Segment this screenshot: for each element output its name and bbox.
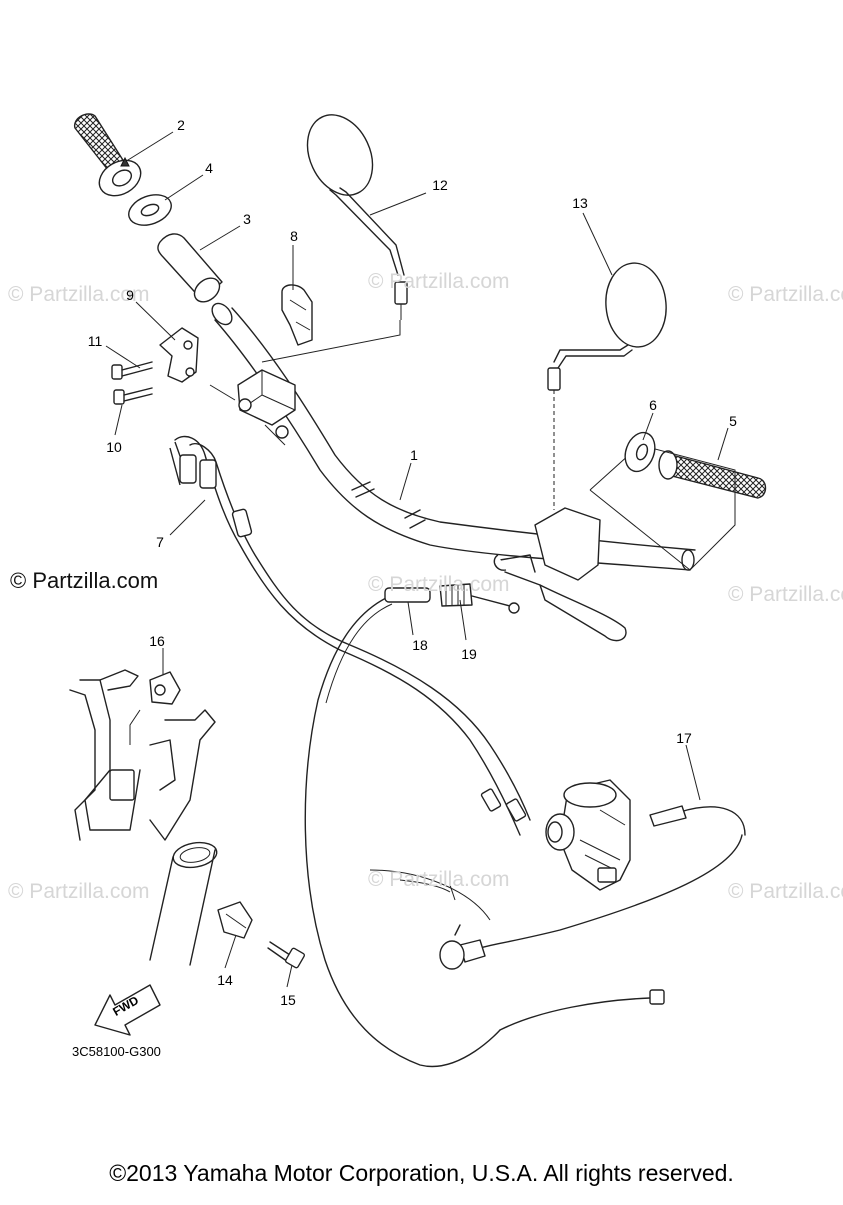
throttle-sleeve bbox=[157, 233, 223, 303]
choke-cable bbox=[439, 805, 746, 970]
cable-guide-14 bbox=[217, 901, 253, 939]
steering-head bbox=[149, 841, 218, 966]
lower-cable bbox=[499, 989, 665, 1031]
left-grip bbox=[589, 444, 767, 571]
mirror-right bbox=[547, 262, 667, 510]
watermark: © Partzilla.com bbox=[368, 270, 510, 293]
brand-watermark: © Partzilla.com bbox=[10, 568, 159, 593]
throttle-cable bbox=[169, 435, 531, 836]
callout-18: 18 bbox=[412, 637, 428, 653]
screw-11 bbox=[111, 361, 153, 380]
cable-guide-16 bbox=[129, 671, 181, 745]
grip-washer bbox=[624, 431, 656, 473]
watermark: © Partzilla.com bbox=[728, 880, 843, 903]
callout-12: 12 bbox=[432, 177, 448, 193]
watermark: © Partzilla.com bbox=[728, 583, 843, 606]
handlebar-clamp bbox=[209, 369, 296, 446]
callout-19: 19 bbox=[461, 646, 477, 662]
watermark: © Partzilla.com bbox=[8, 880, 150, 903]
screw-10 bbox=[113, 387, 153, 405]
throttle-holder-lower bbox=[159, 327, 199, 383]
frame-bracket bbox=[69, 669, 216, 841]
fwd-arrow-icon bbox=[94, 984, 161, 1036]
callout-13: 13 bbox=[572, 195, 588, 211]
clutch-lever bbox=[493, 507, 627, 642]
callout-3: 3 bbox=[243, 211, 251, 227]
frame-outline bbox=[369, 869, 491, 921]
drawing-code: 3C58100-G300 bbox=[72, 1044, 161, 1059]
callout-11: 11 bbox=[87, 333, 103, 349]
watermark: © Partzilla.com bbox=[8, 283, 150, 306]
watermark: © Partzilla.com bbox=[368, 573, 510, 596]
carburetor bbox=[545, 779, 631, 891]
throttle-holder-upper bbox=[281, 284, 313, 346]
clutch-cable bbox=[304, 583, 520, 1068]
watermark: © Partzilla.com bbox=[368, 868, 510, 891]
callout-4: 4 bbox=[205, 160, 213, 176]
washer bbox=[128, 194, 172, 226]
callout-17: 17 bbox=[676, 730, 692, 746]
callout-10: 10 bbox=[106, 439, 122, 455]
callout-1: 1 bbox=[410, 447, 418, 463]
callout-15: 15 bbox=[280, 992, 296, 1008]
copyright-notice: ©2013 Yamaha Motor Corporation, U.S.A. A… bbox=[109, 1160, 734, 1186]
mirror-left bbox=[306, 114, 408, 320]
leader-lines bbox=[105, 131, 729, 988]
callout-14: 14 bbox=[217, 972, 233, 988]
callout-8: 8 bbox=[290, 228, 298, 244]
callout-2: 2 bbox=[177, 117, 185, 133]
bolt-15 bbox=[267, 941, 306, 969]
callout-6: 6 bbox=[649, 397, 657, 413]
callout-9: 9 bbox=[126, 287, 134, 303]
callout-7: 7 bbox=[156, 534, 164, 550]
callout-5: 5 bbox=[729, 413, 737, 429]
watermark: © Partzilla.com bbox=[728, 283, 843, 306]
throttle-grip bbox=[74, 113, 142, 197]
callout-16: 16 bbox=[149, 633, 165, 649]
